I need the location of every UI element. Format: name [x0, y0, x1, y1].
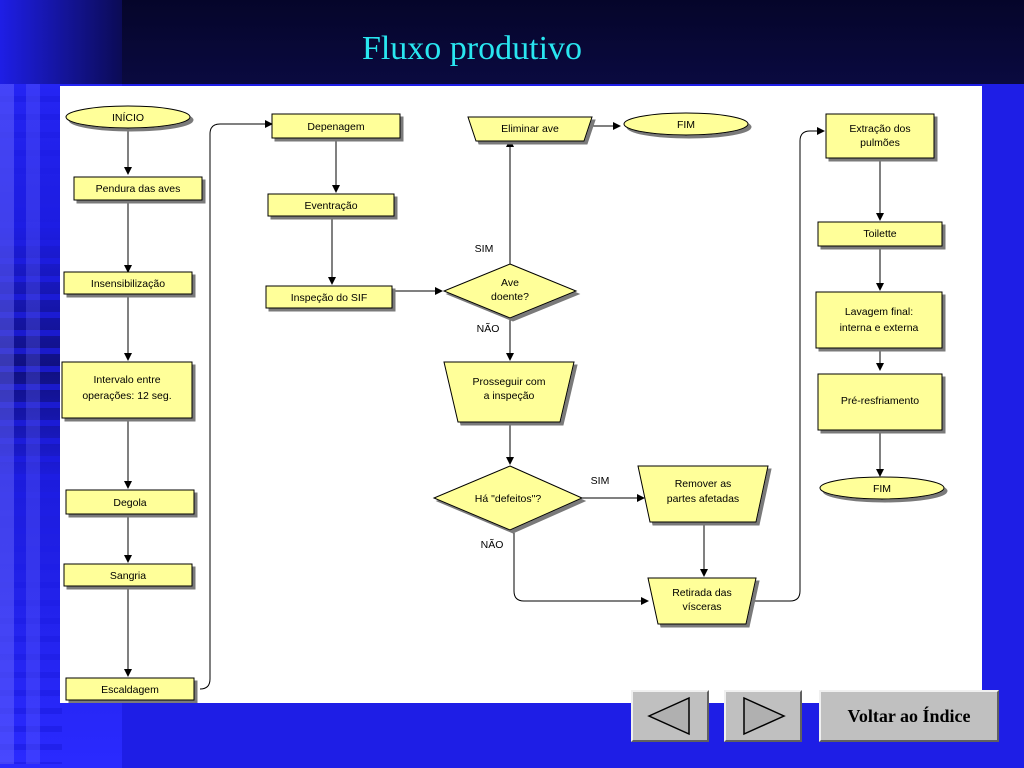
back-to-index-button[interactable]: Voltar ao Índice [819, 690, 999, 742]
next-button[interactable] [724, 690, 802, 742]
node-eventracao [267, 193, 395, 217]
node-escaldagem-label: Escaldagem [101, 684, 159, 696]
node-retirada-label-2: vísceras [682, 601, 721, 613]
node-defeitos-label: Há "defeitos"? [475, 493, 542, 505]
node-remover-label-2: partes afetadas [667, 493, 739, 505]
node-insensibilizacao-label: Insensibilização [91, 278, 165, 290]
node-lavagem-final [815, 291, 943, 349]
node-pendura-das-aves-label: Pendura das aves [96, 183, 181, 195]
node-fim-2 [819, 476, 945, 500]
node-degola-label: Degola [113, 497, 146, 509]
flowchart-panel: INÍCIO Pendura das aves Insensibilização… [60, 86, 982, 703]
triangle-left-icon [647, 696, 690, 736]
node-extracao-label-1: Extração dos [849, 123, 910, 135]
node-lavagem-label-2: interna e externa [840, 322, 919, 334]
edge-label-sim-2: SIM [591, 475, 610, 487]
node-fim-1-label: FIM [677, 119, 695, 131]
node-degola [65, 489, 195, 515]
node-intervalo-label-2: operações: 12 seg. [82, 390, 171, 402]
edge-label-nao-2: NÃO [481, 538, 504, 551]
node-retirada-label-1: Retirada das [672, 587, 732, 599]
node-prosseguir-label-2: a inspeção [484, 390, 535, 402]
node-toilette-label: Toilette [863, 228, 896, 240]
node-ave-doente-label-1: Ave [501, 277, 519, 289]
node-prosseguir-label-1: Prosseguir com [473, 376, 546, 388]
node-inspecao-sif-label: Inspeção do SIF [291, 292, 367, 304]
node-fim-1 [623, 112, 749, 136]
node-extracao-pulmoes [825, 113, 935, 159]
node-pre-resfriamento [817, 373, 943, 431]
node-insensibilizacao [63, 271, 193, 295]
node-remover [637, 465, 769, 523]
node-inicio-label: INÍCIO [112, 111, 144, 124]
node-ave-doente-label-2: doente? [491, 291, 529, 303]
node-fim-2-label: FIM [873, 483, 891, 495]
decorative-squares [0, 84, 62, 764]
edge-label-sim-1: SIM [475, 243, 494, 255]
node-ave-doente [442, 263, 578, 319]
slide-title: Fluxo produtivo [361, 30, 583, 67]
node-sangria [63, 563, 193, 587]
node-inicio [65, 105, 191, 129]
node-inspecao-sif [265, 285, 393, 309]
triangle-right-icon [743, 696, 786, 736]
flowchart: INÍCIO Pendura das aves Insensibilização… [61, 105, 945, 701]
node-intervalo-label-1: Intervalo entre [93, 374, 160, 386]
node-remover-label-1: Remover as [675, 478, 732, 490]
node-lavagem-label-1: Lavagem final: [845, 306, 913, 318]
node-depenagem-label: Depenagem [307, 121, 364, 133]
edge-label-nao-1: NÃO [477, 322, 500, 335]
node-intervalo [61, 361, 193, 419]
node-extracao-label-2: pulmões [860, 137, 900, 149]
node-eventracao-label: Eventração [304, 200, 357, 212]
node-toilette [817, 221, 943, 247]
node-pendura-das-aves [73, 176, 203, 201]
node-prosseguir [443, 361, 575, 423]
node-escaldagem [65, 677, 195, 701]
back-to-index-label: Voltar ao Índice [847, 705, 971, 726]
node-eliminar-ave [467, 116, 593, 142]
node-defeitos [432, 465, 584, 531]
connectors [124, 120, 884, 690]
previous-button[interactable] [631, 690, 709, 742]
top-band [0, 0, 1024, 84]
node-retirada-visceras [647, 577, 757, 625]
node-depenagem [271, 113, 401, 139]
node-pre-resfriamento-label: Pré-resfriamento [841, 395, 919, 407]
node-sangria-label: Sangria [110, 570, 146, 582]
node-eliminar-ave-label: Eliminar ave [501, 123, 559, 135]
